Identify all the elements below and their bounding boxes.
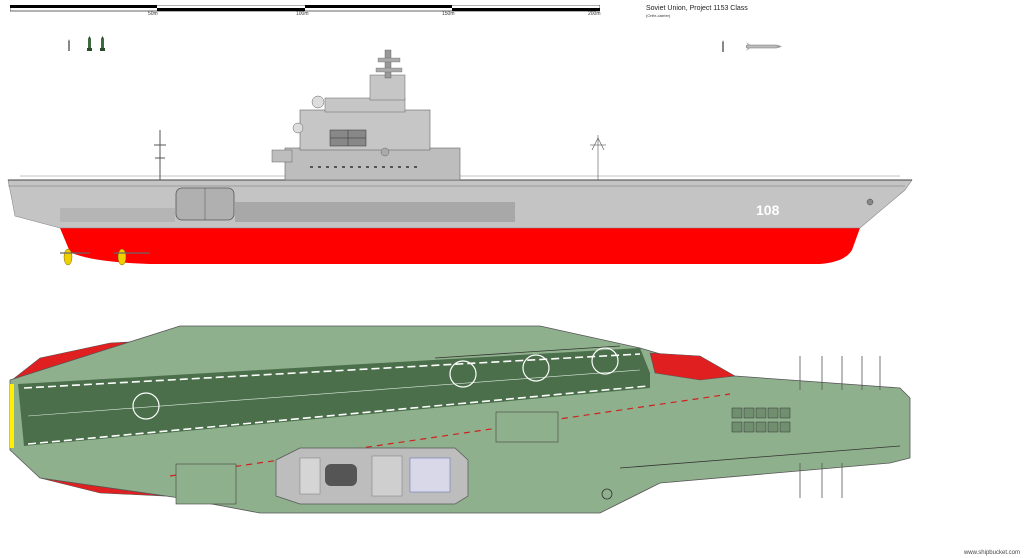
deck-compass-icon — [601, 488, 613, 500]
island-superstructure — [271, 49, 461, 181]
sam-missile-icon — [87, 36, 92, 51]
small-missile-icon-right — [722, 40, 724, 52]
helipad-circle-2 — [449, 360, 477, 388]
angled-runway — [18, 348, 650, 446]
forward-antenna — [590, 135, 606, 180]
helipad-circle-1 — [132, 392, 160, 420]
missile-silo-grid — [731, 407, 791, 433]
elevator-1 — [495, 411, 559, 443]
scale-bar: 50m 100m 150m 200m — [9, 2, 601, 18]
helipad-circle-3 — [522, 354, 550, 382]
deck-antennas — [799, 356, 881, 498]
profile-view: 108 — [7, 49, 913, 266]
propeller-icon-2 — [114, 248, 150, 266]
stern-yellow-line — [10, 384, 14, 448]
drawing-subtitle: (Orёл-carrier) — [646, 13, 671, 18]
scale-label-100: 100m — [296, 11, 309, 17]
small-missile-icon — [68, 39, 70, 51]
hull-sponson — [235, 202, 515, 222]
title-block: Soviet Union, Project 1153 Class (Orёл-c… — [646, 5, 748, 18]
plan-view — [9, 325, 911, 514]
missile-icons-right — [722, 40, 782, 52]
propeller-icon — [60, 248, 90, 266]
hull-number: 108 — [756, 202, 780, 218]
aft-mast — [154, 130, 166, 180]
scale-label-50: 50m — [148, 11, 158, 17]
helipad-circle-4 — [591, 347, 619, 375]
elevator-2 — [175, 463, 237, 505]
scale-label-150: 150m — [442, 11, 455, 17]
island-plan — [275, 447, 469, 505]
bow-sponson — [649, 352, 736, 381]
anchor-icon — [866, 198, 874, 206]
drawing-title: Soviet Union, Project 1153 Class — [646, 5, 748, 12]
hull-waterline-red — [60, 228, 860, 264]
cruise-missile-icon — [745, 42, 782, 51]
hull-sponson-aft — [60, 208, 175, 222]
credit: www.shipbucket.com — [963, 550, 1020, 556]
sam-missile-icon-2 — [100, 36, 105, 51]
scale-label-200: 200m — [588, 11, 601, 17]
missile-icons-left — [68, 36, 105, 51]
